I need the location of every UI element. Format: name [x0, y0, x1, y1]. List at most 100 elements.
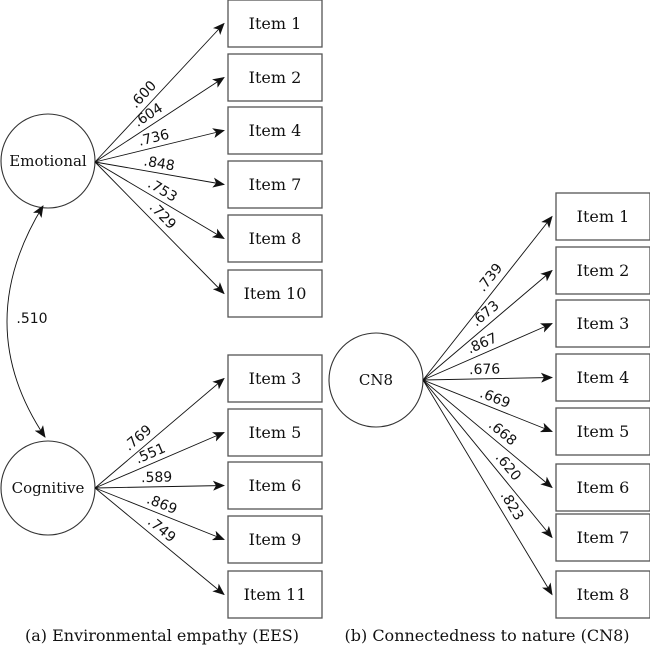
indicator-box	[227, 214, 323, 263]
indicator-label: Item 7	[249, 175, 302, 194]
loading-value-cognitive-item-11: .749	[144, 514, 178, 546]
latent-label-cognitive: Cognitive	[12, 479, 85, 497]
indicator-box	[555, 299, 650, 348]
indicator-box	[227, 461, 323, 510]
indicator-label: Item 2	[577, 261, 630, 280]
indicator-box	[555, 246, 650, 295]
indicator-box	[555, 463, 650, 512]
indicator-box	[227, 0, 323, 48]
indicator-box	[227, 515, 323, 564]
loading-path-cn8-item-1	[422, 215, 553, 381]
loading-path-cn8-item-6	[422, 379, 553, 489]
factor-emotional: Emotional	[0, 113, 96, 209]
indicator-emotional-item-8: Item 8	[227, 214, 323, 263]
loading-value-emotional-item-4: .736	[137, 127, 171, 150]
correlation-arc	[6, 205, 46, 438]
indicator-label: Item 8	[577, 585, 630, 604]
loading-path-cn8-item-5	[422, 379, 553, 433]
indicator-cognitive-item-5: Item 5	[227, 408, 323, 457]
loading-value-cn8-item-6: .668	[485, 417, 519, 449]
indicator-cn8-item-2: Item 2	[555, 246, 650, 295]
indicator-cognitive-item-9: Item 9	[227, 515, 323, 564]
indicator-label: Item 8	[249, 229, 302, 248]
indicator-label: Item 5	[577, 422, 630, 441]
loading-path-cognitive-item-9	[94, 487, 225, 541]
caption-ees: (a) Environmental empathy (EES)	[25, 626, 299, 645]
latent-label-cn8: CN8	[359, 371, 393, 389]
indicator-label: Item 3	[577, 314, 630, 333]
loading-path-emotional-item-7	[94, 161, 225, 188]
indicator-box	[555, 570, 650, 619]
loading-path-cognitive-item-3	[94, 377, 225, 489]
indicator-label: Item 4	[577, 368, 630, 387]
loading-value-emotional-item-8: .753	[145, 176, 180, 206]
loading-value-cn8-item-5: .669	[477, 386, 512, 412]
indicator-emotional-item-7: Item 7	[227, 160, 323, 209]
loading-value-emotional-item-10: .729	[146, 199, 179, 232]
loading-value-emotional-item-7: .848	[142, 153, 175, 174]
loading-path-cognitive-item-5	[94, 432, 225, 489]
indicator-box	[227, 269, 323, 318]
indicator-label: Item 7	[577, 528, 630, 547]
correlation-value: .510	[16, 311, 47, 327]
indicator-emotional-item-1: Item 1	[227, 0, 323, 48]
indicator-box	[227, 354, 323, 403]
indicator-label: Item 10	[244, 284, 307, 303]
indicator-box	[555, 407, 650, 456]
indicator-box	[227, 570, 323, 619]
indicator-box	[555, 513, 650, 562]
loading-value-cognitive-item-6: .589	[141, 470, 172, 487]
factor-cn8: CN8	[328, 332, 424, 428]
factor-cognitive: Cognitive	[0, 440, 96, 536]
loading-path-emotional-item-10	[94, 161, 225, 295]
indicator-label: Item 5	[249, 423, 302, 442]
indicator-cognitive-item-6: Item 6	[227, 461, 323, 510]
indicator-cn8-item-1: Item 1	[555, 192, 650, 241]
indicator-cn8-item-5: Item 5	[555, 407, 650, 456]
indicator-cn8-item-3: Item 3	[555, 299, 650, 348]
loading-value-cn8-item-1: .739	[474, 261, 506, 295]
indicator-cn8-item-8: Item 8	[555, 570, 650, 619]
loading-value-cn8-item-4: .676	[469, 361, 501, 378]
loading-value-cognitive-item-9: .869	[144, 491, 179, 517]
panel-ees: Emotional Cognitive .510 Item 1.600Item …	[0, 0, 323, 645]
indicator-box	[555, 353, 650, 402]
indicator-cn8-item-7: Item 7	[555, 513, 650, 562]
caption-cn8: (b) Connectedness to nature (CN8)	[345, 626, 630, 645]
indicator-box	[227, 53, 323, 102]
indicator-cn8-item-4: Item 4	[555, 353, 650, 402]
indicator-cognitive-item-3: Item 3	[227, 354, 323, 403]
loading-path-cn8-item-7	[422, 379, 553, 539]
loading-path-cn8-item-2	[422, 269, 553, 381]
indicator-label: Item 2	[249, 68, 302, 87]
loading-path-cn8-item-4	[422, 372, 553, 383]
indicator-label: Item 3	[249, 369, 302, 388]
indicator-emotional-item-4: Item 4	[227, 106, 323, 155]
indicator-label: Item 4	[249, 121, 302, 140]
latent-circle-emotional	[0, 113, 96, 209]
indicator-label: Item 9	[249, 530, 302, 549]
loading-path-cognitive-item-11	[94, 487, 225, 596]
indicator-cognitive-item-11: Item 11	[227, 570, 323, 619]
loading-path-cn8-item-8	[422, 379, 553, 596]
indicator-label: Item 6	[577, 478, 630, 497]
indicator-box	[227, 106, 323, 155]
loading-path-emotional-item-8	[94, 161, 225, 240]
loading-path-emotional-item-1	[94, 22, 225, 163]
loading-path-cognitive-item-6	[94, 480, 225, 491]
loading-value-cn8-item-8: .823	[497, 489, 527, 524]
indicator-cn8-item-6: Item 6	[555, 463, 650, 512]
loading-value-cn8-item-7: .620	[492, 450, 524, 484]
indicator-box	[227, 408, 323, 457]
indicator-box	[555, 192, 650, 241]
indicator-emotional-item-2: Item 2	[227, 53, 323, 102]
loading-value-cn8-item-3: .867	[465, 330, 500, 357]
loading-value-cn8-item-2: .673	[468, 298, 502, 330]
indicator-label: Item 6	[249, 476, 302, 495]
loading-path-cn8-item-3	[422, 323, 553, 381]
